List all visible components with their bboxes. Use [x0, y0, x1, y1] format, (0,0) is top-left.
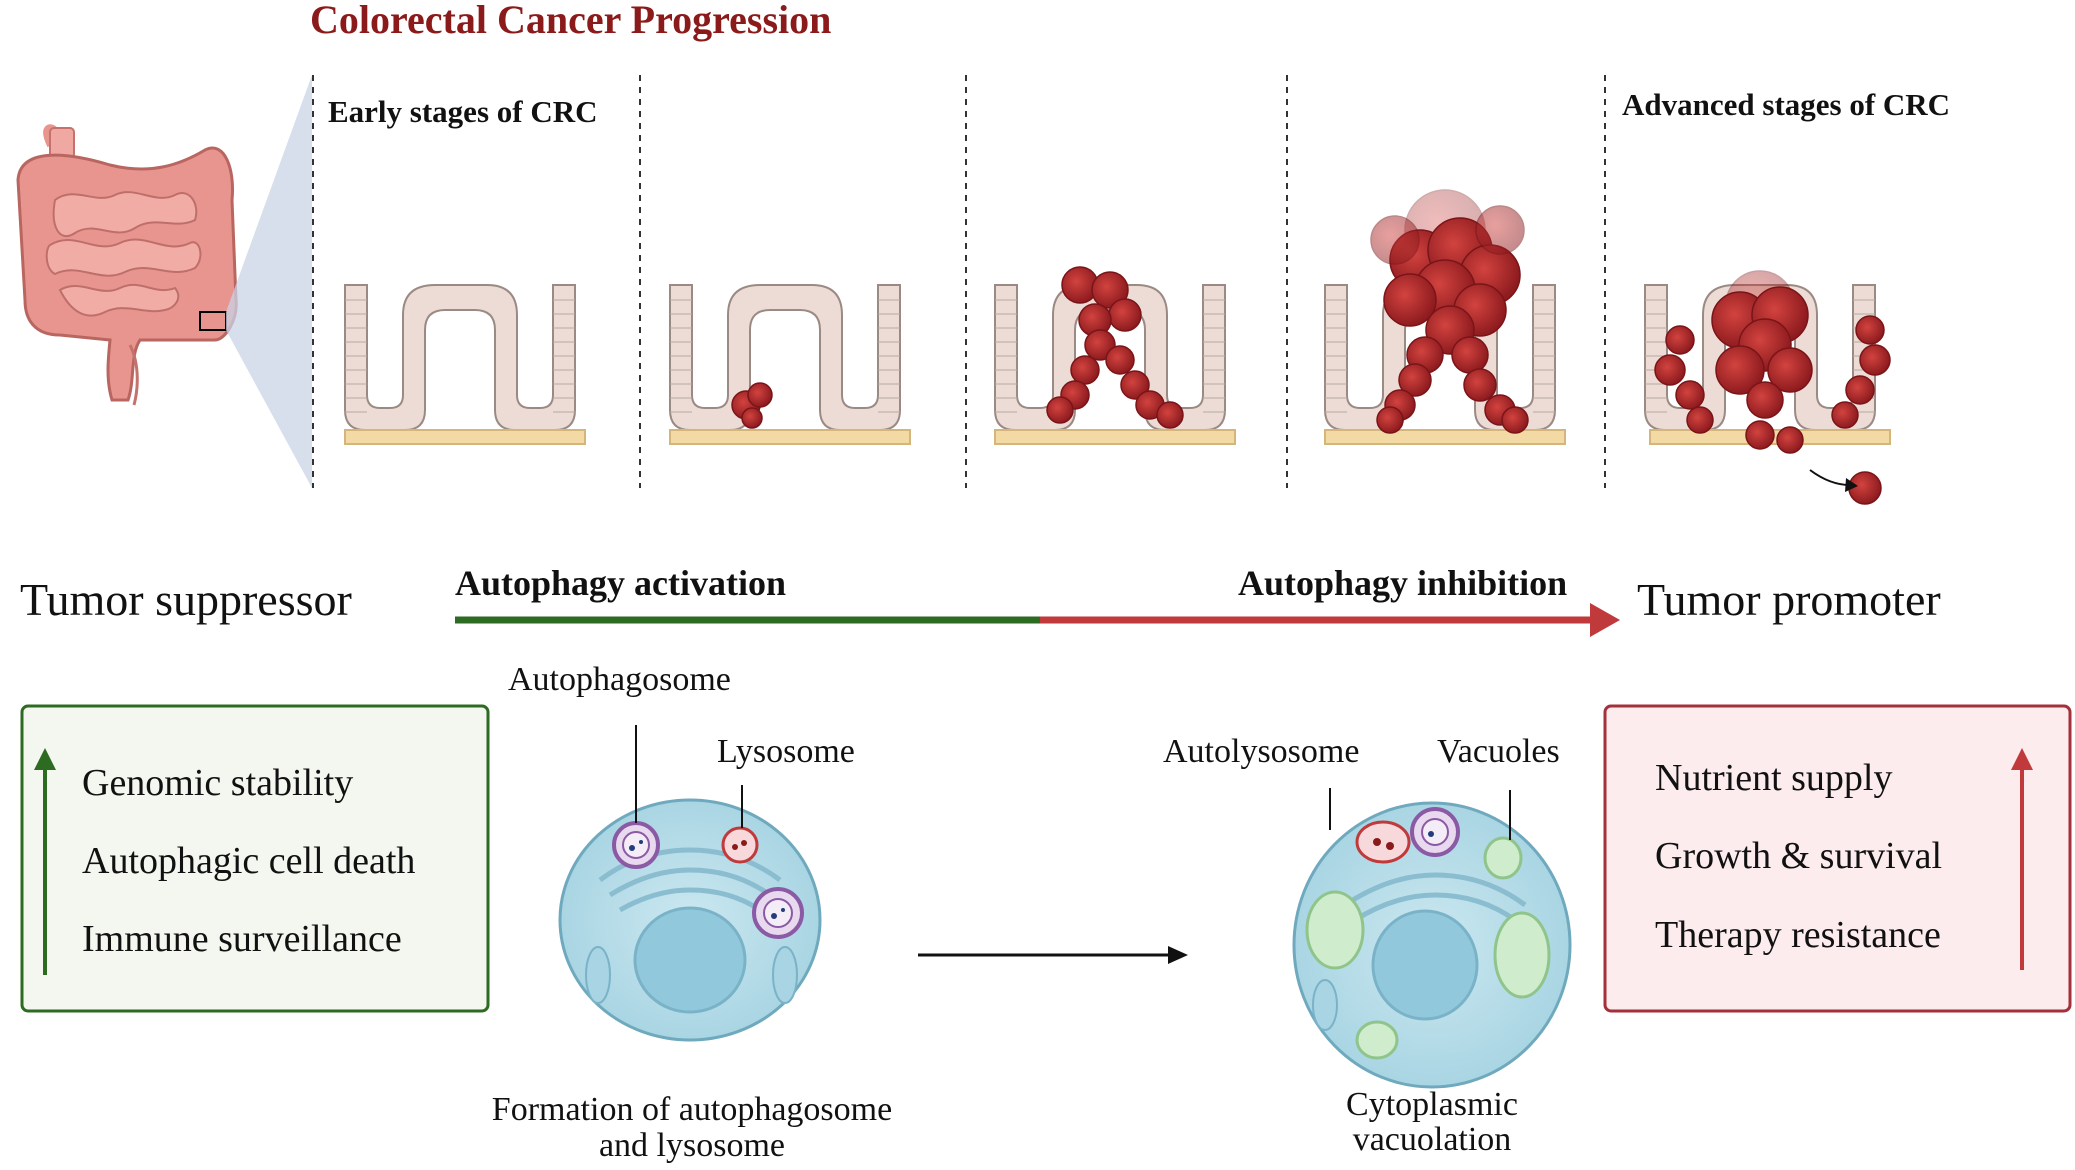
- vacuole-icon: [1493, 911, 1551, 999]
- tumor-cell: [741, 407, 763, 429]
- tumor-cell: [1665, 325, 1695, 355]
- promoter-item-therapy-resistance: Therapy resistance: [1655, 914, 1941, 956]
- tumor-cell: [1675, 380, 1705, 410]
- left-cell-nucleus: [633, 906, 747, 1014]
- crypt-epithelium: [669, 284, 901, 431]
- tumor-cell: [1383, 273, 1437, 327]
- tumor-cell: [1654, 354, 1686, 386]
- suppressor-item-immune-surveillance: Immune surveillance: [82, 918, 402, 960]
- tumor-cell: [1845, 375, 1875, 405]
- basement-membrane: [669, 429, 911, 445]
- tumor-cell: [1463, 368, 1497, 402]
- left-cell-caption-line1: Formation of autophagosome: [492, 1091, 892, 1128]
- crypt-stage-2: [669, 284, 911, 445]
- autophagy-inhibition-label: Autophagy inhibition: [1238, 563, 1567, 603]
- promoter-item-nutrient-supply: Nutrient supply: [1655, 757, 1892, 799]
- transition-arrowhead: [1168, 946, 1188, 964]
- tumor-cell: [1451, 336, 1489, 374]
- tumor-suppressor-label: Tumor suppressor: [20, 574, 352, 625]
- crypt-stage-4: [1324, 284, 1566, 445]
- basement-membrane: [994, 429, 1236, 445]
- tumor-cell: [1070, 355, 1100, 385]
- tumor-cell: [1686, 406, 1714, 434]
- tumor-cell: [747, 382, 773, 408]
- early-stage-label: Early stages of CRC: [328, 94, 598, 129]
- vacuole-icon: [1483, 836, 1523, 880]
- tumor-cell: [1746, 381, 1784, 419]
- right-cell: [1292, 788, 1572, 1089]
- suppressor-item-genomic-stability: Genomic stability: [82, 762, 353, 804]
- autophagy-activation-label: Autophagy activation: [455, 563, 786, 603]
- tumor-cell: [1370, 215, 1420, 265]
- tumor-cell: [1767, 347, 1813, 393]
- tumor-cell: [1156, 401, 1184, 429]
- promoter-item-growth-survival: Growth & survival: [1655, 835, 1942, 877]
- basement-membrane: [344, 429, 586, 445]
- right-cell-nucleus: [1371, 909, 1479, 1021]
- suppressor-item-autophagic-cell-death: Autophagic cell death: [82, 840, 415, 882]
- left-cell: [558, 725, 822, 1042]
- autolysosome-icon: [1355, 807, 1460, 864]
- autolysosome-label: Autolysosome: [1163, 733, 1359, 770]
- autophagosome-label: Autophagosome: [508, 661, 731, 698]
- advanced-stage-label: Advanced stages of CRC: [1622, 87, 1950, 122]
- tumor-cell: [1501, 406, 1529, 434]
- lysosome-label: Lysosome: [717, 733, 855, 770]
- figure-title: Colorectal Cancer Progression: [310, 0, 831, 42]
- metastasis-arrowhead: [1845, 478, 1858, 492]
- autophagosome-icon: [612, 821, 660, 869]
- crypt-epithelium: [1324, 284, 1556, 431]
- tumor-cell: [1745, 420, 1775, 450]
- tumor-cell: [1120, 370, 1150, 400]
- tumor-cell: [1848, 471, 1882, 505]
- tumor-cell: [1376, 406, 1404, 434]
- tumor-promoter-label: Tumor promoter: [1637, 574, 1941, 625]
- intestine-illustration: [16, 124, 238, 406]
- left-cell-caption-line2: and lysosome: [599, 1127, 785, 1164]
- vacuole-icon: [1355, 1020, 1399, 1060]
- tumor-cell: [1831, 401, 1859, 429]
- tumor-promoter-box: Nutrient supply Growth & survival Therap…: [1603, 704, 2072, 1013]
- crypt-stage-3: [994, 284, 1236, 445]
- crypt-epithelium: [994, 284, 1226, 431]
- tumor-cell: [1046, 396, 1074, 424]
- stage-dividers: [312, 75, 1606, 488]
- tumor-cell: [1715, 345, 1765, 395]
- tumor-cell: [1475, 205, 1525, 255]
- right-cell-caption-line2: vacuolation: [1353, 1121, 1512, 1158]
- metastasis-arrow: [1809, 469, 1851, 486]
- tumor-cell: [1855, 315, 1885, 345]
- autophagosome-icon: [752, 887, 804, 939]
- tumor-cell: [1776, 426, 1804, 454]
- crypt-stage-1: [344, 284, 586, 445]
- tumor-cell: [1398, 363, 1432, 397]
- basement-membrane: [1324, 429, 1566, 445]
- inhibition-arrowhead: [1590, 603, 1620, 637]
- tumor-cell: [1108, 298, 1142, 332]
- crypt-stages: [344, 189, 1891, 505]
- vacuoles-label: Vacuoles: [1437, 733, 1560, 770]
- zoom-wedge: [226, 75, 312, 488]
- lysosome-icon: [721, 826, 759, 864]
- vacuole-icon: [1305, 890, 1365, 970]
- tumor-cell: [1105, 345, 1135, 375]
- right-cell-caption-line1: Cytoplasmic: [1346, 1086, 1518, 1123]
- tumor-suppressor-box: Genomic stability Autophagic cell death …: [20, 704, 490, 1013]
- tumor-cell: [1859, 344, 1891, 376]
- crypt-epithelium: [344, 284, 576, 431]
